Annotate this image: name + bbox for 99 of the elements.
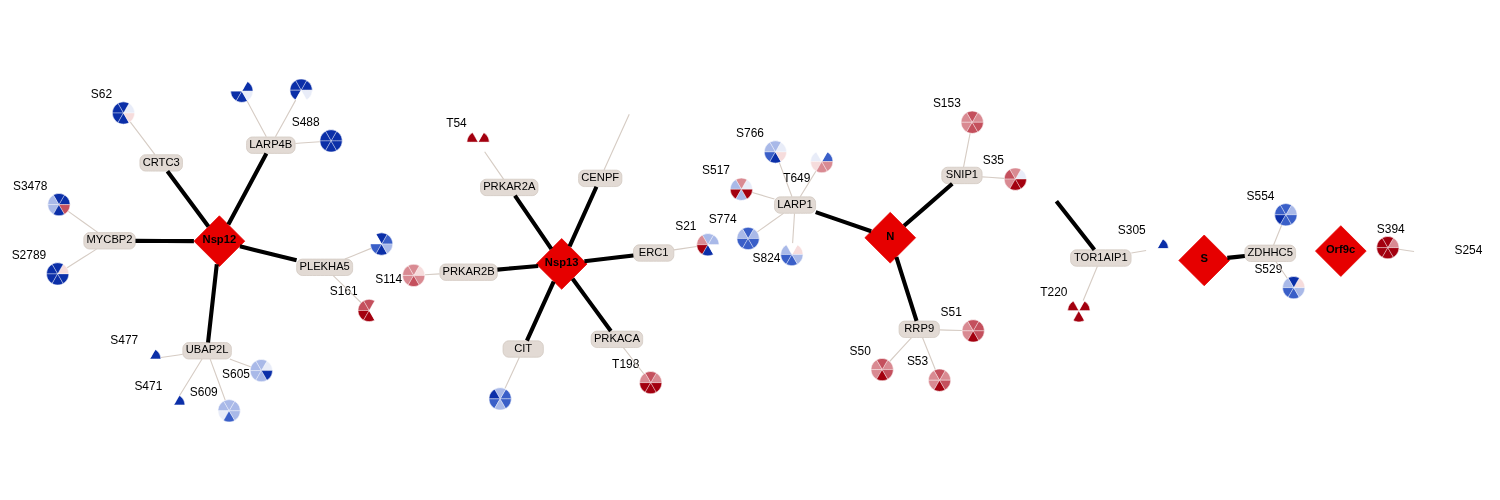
connector: [67, 210, 99, 233]
node-label: S21: [675, 218, 697, 233]
node-label: T649: [783, 170, 811, 185]
connector: [294, 140, 321, 144]
node-box: PRKAR2B: [439, 263, 498, 281]
connector: [504, 356, 520, 389]
connector: [165, 169, 211, 228]
connector: [567, 185, 599, 247]
node-label: S62: [90, 86, 113, 101]
connector: [206, 263, 219, 343]
connector: [902, 181, 954, 227]
node-label: S605: [222, 366, 250, 381]
node-label: S394: [1376, 221, 1405, 236]
node-box: LARP1: [774, 196, 816, 214]
connector: [939, 328, 963, 331]
connector: [815, 209, 872, 233]
node-diamond: Nsp12: [193, 214, 246, 267]
node-label: S554: [1246, 188, 1275, 203]
connector: [179, 357, 203, 396]
label: S254: [1454, 242, 1483, 257]
node-box: PRKAR2A: [480, 178, 539, 196]
connector: [160, 353, 184, 358]
connector: [1130, 249, 1147, 253]
connector: [209, 358, 226, 401]
node-label: S305: [1117, 222, 1146, 237]
connector: [1227, 253, 1245, 260]
node-box: ZDHHC5: [1244, 244, 1296, 262]
connector: [622, 346, 645, 374]
connector: [756, 212, 784, 232]
node-label: S609: [189, 384, 218, 399]
node-label: T220: [1040, 284, 1068, 299]
node-box: PRKACA: [590, 330, 644, 348]
connector: [344, 247, 372, 260]
node-box: LARP4B: [246, 136, 296, 154]
connector: [239, 243, 298, 262]
connector: [673, 245, 698, 250]
connector: [778, 161, 793, 197]
node-label: S114: [375, 271, 403, 286]
connector: [66, 248, 98, 268]
connector: [1082, 265, 1098, 301]
connector: [603, 113, 630, 171]
connector: [894, 256, 919, 322]
node-label: S517: [702, 162, 730, 177]
node-box: CRTC3: [139, 153, 183, 171]
connector: [424, 272, 441, 275]
connector: [513, 194, 553, 250]
connector: [584, 252, 634, 263]
connector: [570, 277, 613, 332]
node-box: MYCBP2: [83, 231, 136, 249]
node-box: SNIP1: [941, 166, 983, 184]
node-box: UBAP2L: [182, 341, 232, 359]
node-label: S824: [752, 250, 781, 265]
node-box: TOR1AIP1: [1070, 248, 1132, 267]
connector: [525, 280, 556, 342]
connector: [1054, 199, 1097, 251]
connector: [1273, 224, 1283, 245]
connector: [922, 336, 936, 370]
node-box: CENPF: [578, 169, 623, 187]
node-label: S2789: [11, 247, 47, 262]
connector: [332, 274, 362, 303]
node-box: CIT: [502, 339, 544, 358]
connector: [274, 99, 297, 137]
node-box: ERC1: [633, 243, 675, 262]
node-diamond: N: [864, 211, 916, 263]
connector: [497, 263, 539, 272]
connector: [226, 152, 269, 225]
node-label: S3478: [12, 178, 48, 193]
connector: [792, 212, 796, 244]
connector: [246, 100, 267, 137]
node-box: RRP9: [898, 320, 940, 338]
connector: [1275, 260, 1288, 279]
node-label: S51: [940, 304, 962, 319]
connector: [129, 121, 156, 155]
node-diamond: Nsp13: [535, 237, 588, 290]
node-label: S471: [134, 378, 163, 393]
node-label: S153: [932, 95, 961, 110]
connector: [889, 336, 913, 362]
node-label: S50: [849, 343, 871, 358]
node-diamond: S: [1178, 234, 1230, 286]
node-label: S488: [291, 114, 320, 129]
node-label: T198: [612, 356, 640, 371]
connector: [963, 132, 971, 168]
node-label: S774: [708, 211, 737, 226]
connector: [135, 238, 194, 243]
node-label: T54: [446, 115, 467, 130]
connector: [751, 191, 776, 200]
node-label: S53: [906, 353, 929, 368]
node-label: S477: [110, 332, 139, 347]
node-box: PLEKHA5: [296, 258, 353, 276]
node-label: S35: [982, 152, 1004, 167]
node-label: S766: [736, 125, 765, 140]
node-diamond: Orf9c: [1315, 224, 1367, 277]
connector: [484, 150, 505, 180]
node-label: S529: [1254, 261, 1283, 276]
connector: [1398, 248, 1415, 252]
connector: [229, 358, 252, 367]
node-label: S161: [329, 283, 358, 298]
connector: [799, 170, 817, 197]
connector: [981, 175, 1005, 179]
